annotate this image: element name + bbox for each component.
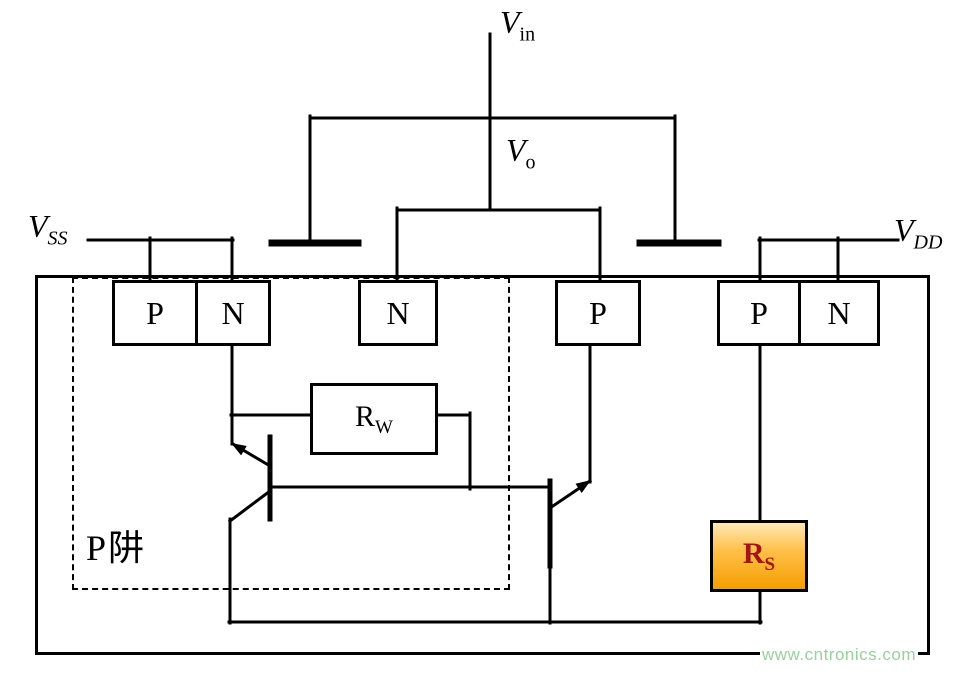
npn-emitter-arrowhead <box>231 443 247 456</box>
region-label: P <box>750 295 768 331</box>
well-resistor-box: RW <box>310 383 438 455</box>
substrate-resistor-box: RS <box>710 520 808 592</box>
p-well-dashed-outline <box>72 277 510 590</box>
vin-label: Vin <box>500 4 536 46</box>
region-label: N <box>386 295 410 331</box>
region-label: P <box>146 295 164 331</box>
substrate-outline <box>35 275 930 655</box>
diffusion-region-p-source: P <box>717 280 801 346</box>
diffusion-region-n-source: N <box>195 280 271 346</box>
vdd-label: VDD <box>894 212 943 254</box>
diffusion-region-n-drain: N <box>358 280 438 346</box>
diffusion-region-p-vss: P <box>112 280 198 346</box>
rw-label: RW <box>355 399 393 438</box>
region-label: N <box>221 295 245 331</box>
watermark-text: www.cntronics.com <box>760 645 918 665</box>
region-label: N <box>827 295 851 331</box>
pnp-emitter-arrowhead <box>575 480 591 493</box>
vo-label: Vo <box>506 132 536 174</box>
rs-label: RS <box>742 536 776 575</box>
npn-collector-wire <box>227 488 273 524</box>
diffusion-region-n-vdd: N <box>798 280 880 346</box>
region-label: P <box>589 295 607 331</box>
vss-label: VSS <box>28 208 68 250</box>
p-well-label: P阱 <box>86 528 147 568</box>
diffusion-region-p-drain: P <box>555 280 641 346</box>
